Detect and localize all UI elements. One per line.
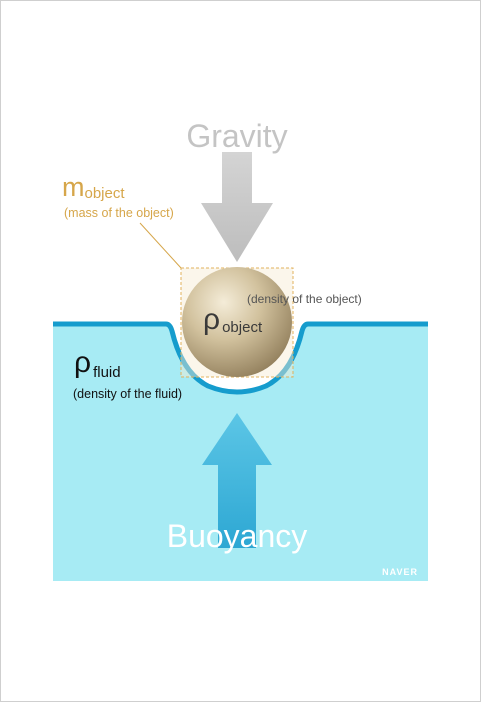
object-density-caption: (density of the object) [247, 292, 362, 306]
mass-label: mobject [62, 172, 125, 202]
object-density-symbol: ρ [203, 303, 220, 336]
mass-subscript: object [85, 185, 126, 202]
mass-leader-line [139, 222, 182, 269]
gravity-label: Gravity [186, 118, 287, 154]
mass-symbol: m [62, 172, 85, 202]
fluid-density-subscript: fluid [93, 364, 121, 381]
buoyancy-label: Buoyancy [167, 518, 308, 554]
fluid-surface [53, 321, 428, 395]
object-sphere [182, 267, 292, 377]
watermark-text: NAVER [382, 567, 418, 577]
fluid-density-caption: (density of the fluid) [73, 387, 182, 401]
object-density-subscript: object [222, 319, 263, 336]
buoyancy-arrow [202, 413, 272, 548]
gravity-arrow [201, 152, 273, 262]
fluid-density-symbol: ρ [74, 346, 91, 379]
mass-caption: (mass of the object) [64, 206, 174, 220]
